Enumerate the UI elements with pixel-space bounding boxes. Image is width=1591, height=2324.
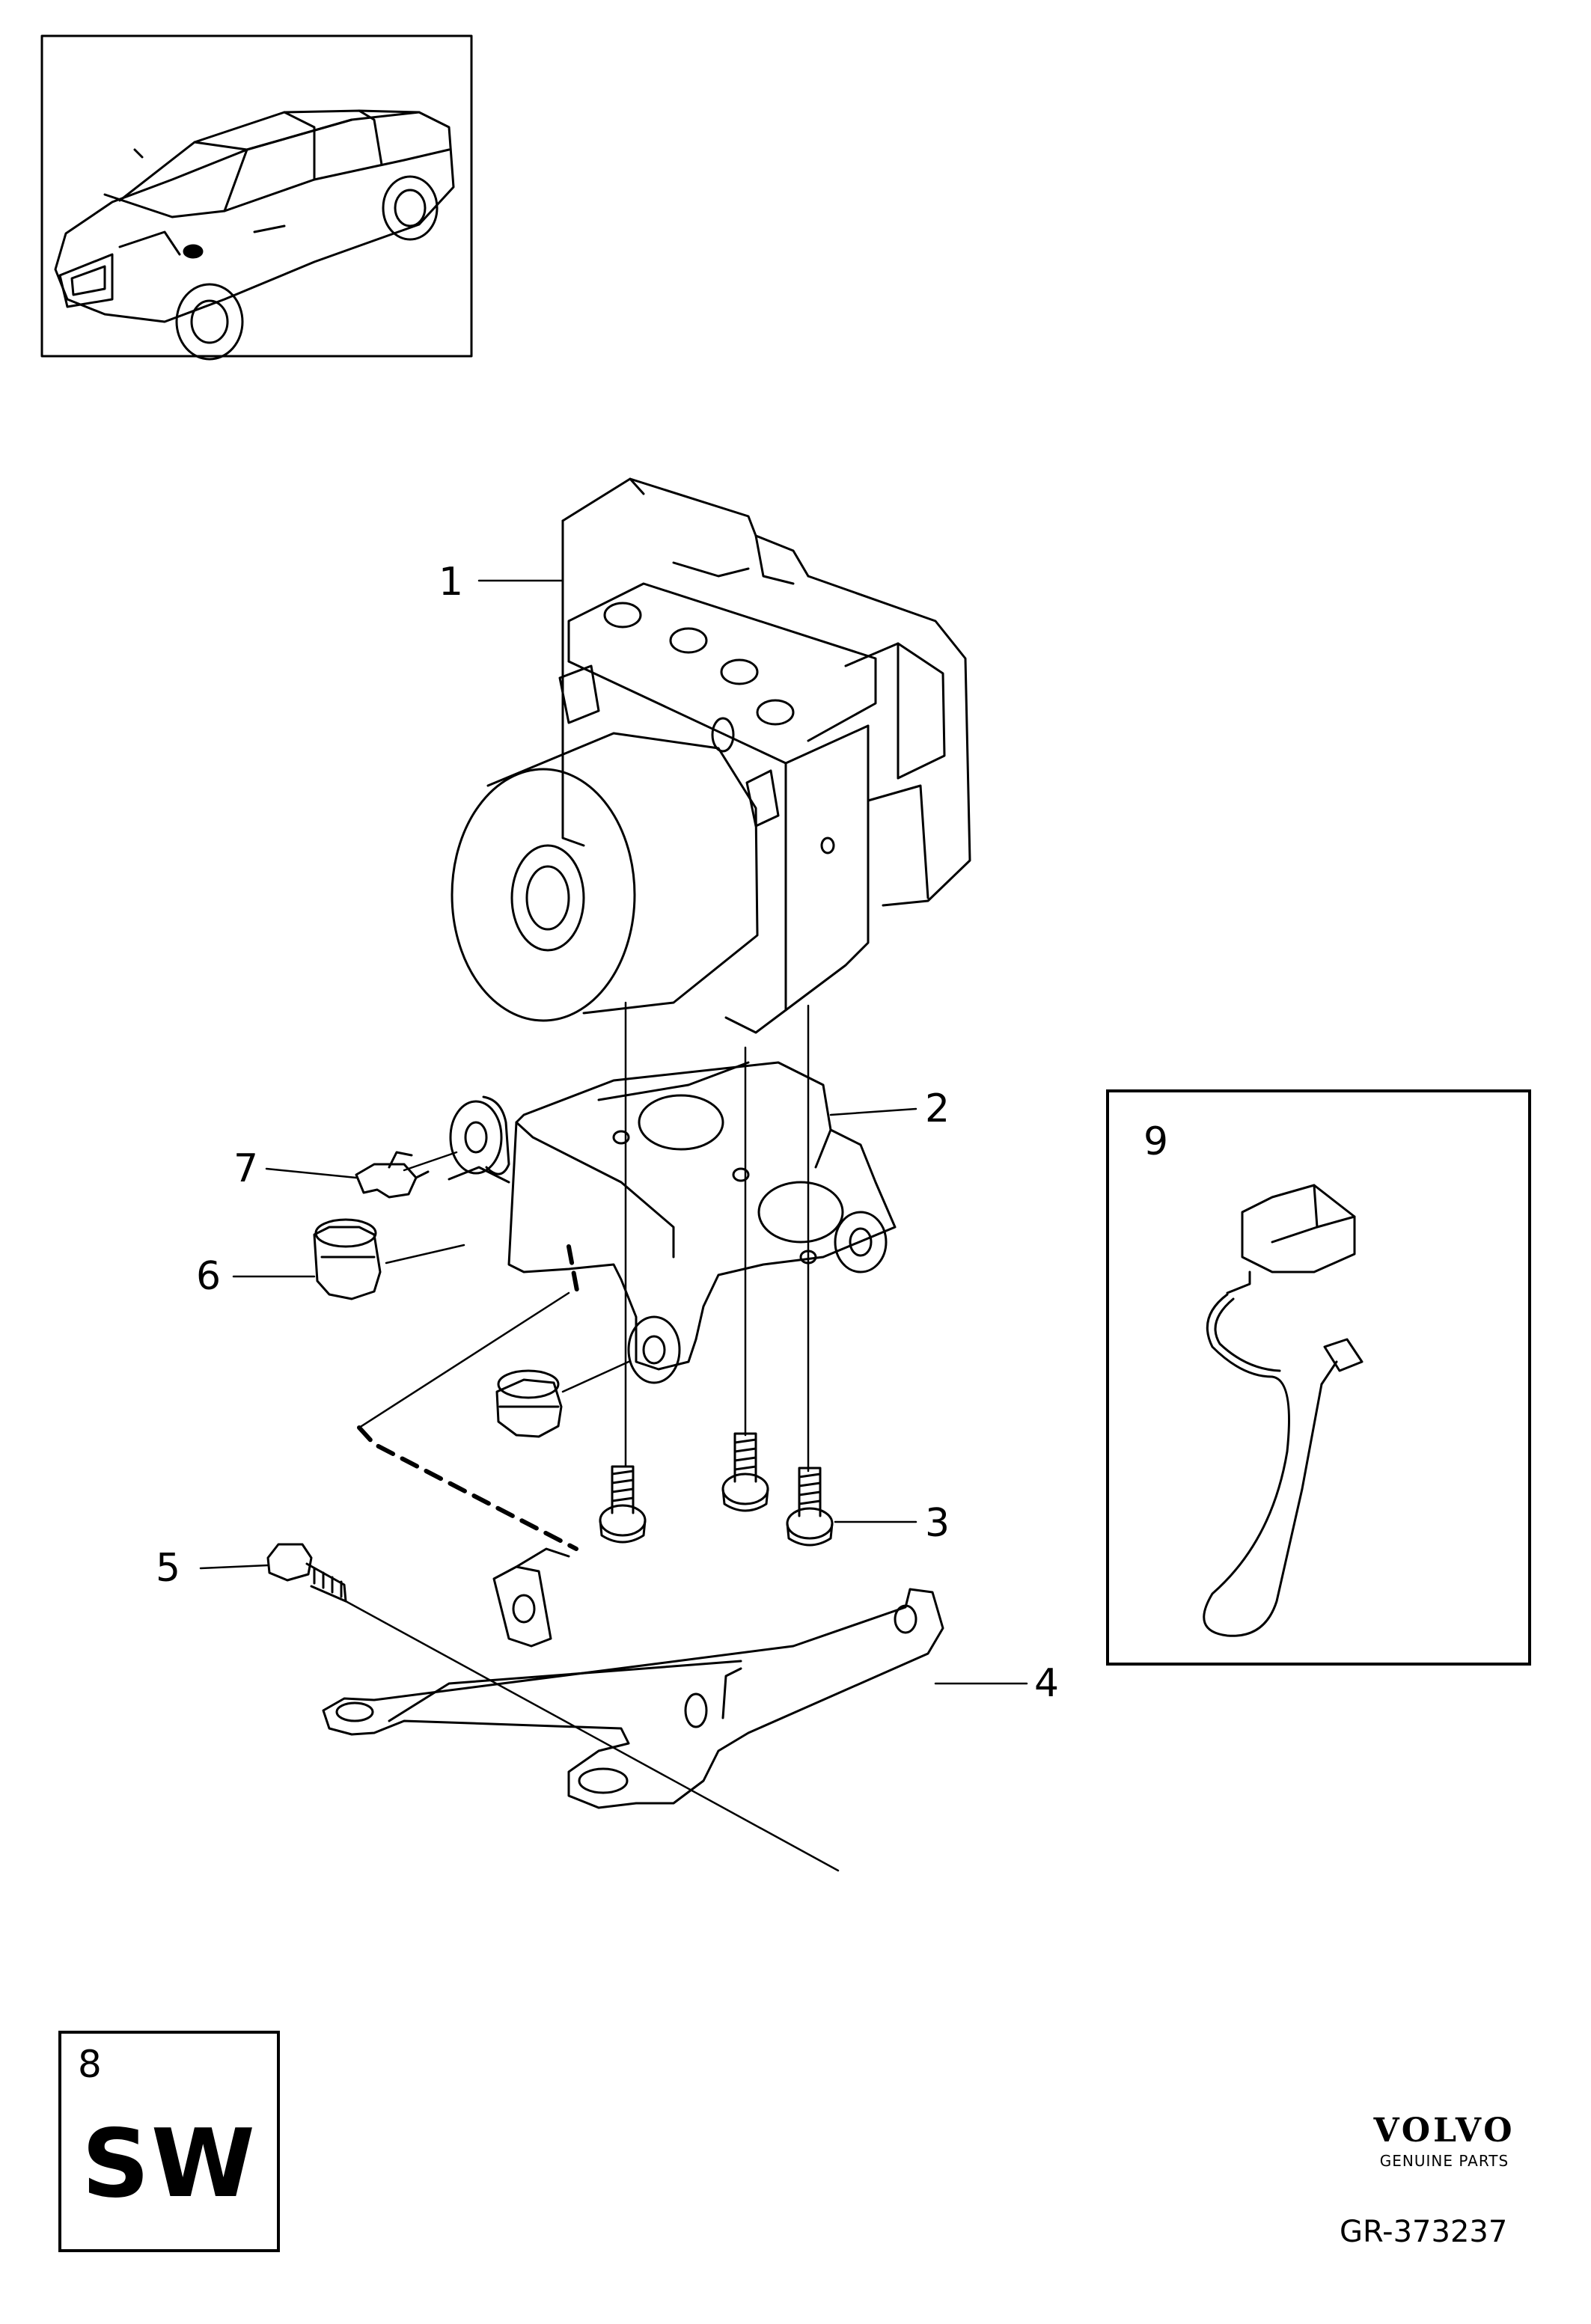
callout-6: 6	[196, 1254, 222, 1299]
bolt-icon	[266, 1543, 347, 1603]
callout-7: 7	[233, 1146, 259, 1191]
callout-1: 1	[439, 560, 464, 605]
bracket-icon	[448, 1061, 897, 1384]
volvo-logo: VOLVO GENUINE PARTS	[1332, 2112, 1557, 2171]
software-label: SW	[82, 2109, 257, 2218]
abs-hydraulic-unit-icon	[451, 477, 971, 1034]
mounting-frame-icon	[322, 1547, 944, 1809]
leader-lines	[199, 579, 1028, 1872]
car-location-icon	[40, 34, 473, 361]
software-box: 8 SW	[58, 2031, 280, 2252]
callout-3: 3	[925, 1501, 950, 1546]
software-box-number: 8	[78, 2043, 102, 2086]
callout-5: 5	[156, 1546, 181, 1591]
drawing-number: GR-373237	[1340, 2215, 1508, 2249]
callout-4: 4	[1034, 1661, 1060, 1706]
wiring-harness-icon	[1203, 1184, 1364, 1637]
callout-2: 2	[925, 1086, 950, 1131]
wiring-harness-box: 9	[1106, 1089, 1531, 1666]
brand-subtitle: GENUINE PARTS	[1379, 2152, 1509, 2170]
clip-icon	[355, 1151, 430, 1199]
callout-9: 9	[1143, 1119, 1169, 1164]
rubber-bushing-icon	[313, 1218, 563, 1438]
screw-icon	[599, 1432, 834, 1547]
dashed-guide-line	[357, 1425, 578, 1551]
brand-name: VOLVO	[1373, 2112, 1515, 2150]
